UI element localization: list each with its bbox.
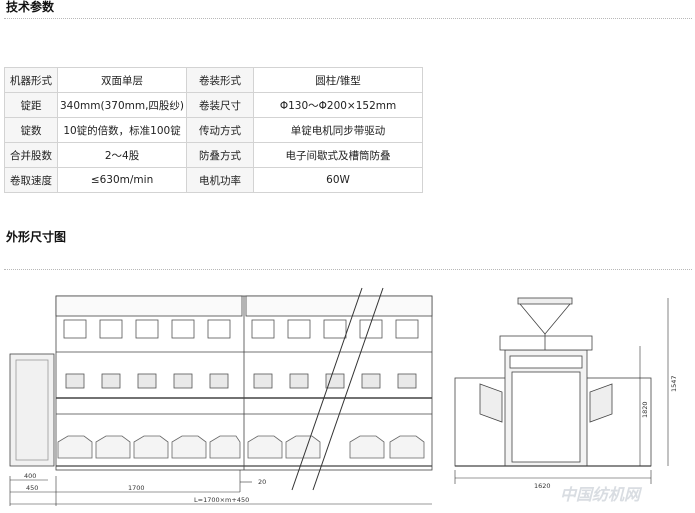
spec-value: ≤630m/min <box>56 167 188 193</box>
dimension-label: 1820 <box>641 401 649 418</box>
bobbin <box>209 435 241 459</box>
watermark: 中国纺机网 <box>560 485 643 504</box>
spec-key: 锭数 <box>4 117 58 143</box>
cabinet-door <box>511 371 581 463</box>
spec-value: Φ130～Φ200×152mm <box>253 92 424 118</box>
top-frame <box>245 295 433 317</box>
winding-head <box>171 319 195 339</box>
winding-head <box>359 319 383 339</box>
spec-value: 340mm(370mm,四股纱) <box>56 92 188 118</box>
winding-head <box>63 319 87 339</box>
bobbin <box>285 435 321 459</box>
specs-section-title: 技术参数 <box>6 0 55 14</box>
winding-head <box>251 319 275 339</box>
top-frame <box>55 295 243 317</box>
dimension-label: 20 <box>258 478 266 486</box>
spec-key: 防叠方式 <box>186 142 255 168</box>
spec-key: 电机功率 <box>186 167 255 193</box>
spec-key: 机器形式 <box>4 67 58 93</box>
spec-value: 双面单层 <box>56 67 188 93</box>
break-line <box>312 287 384 491</box>
side-view <box>454 297 652 467</box>
bobbin <box>247 435 283 459</box>
spindle-unit <box>209 373 229 389</box>
table-row: 卷取速度 ≤630m/min 电机功率 60W <box>4 167 424 193</box>
winding-head <box>99 319 123 339</box>
spindle-unit <box>397 373 417 389</box>
spec-key: 传动方式 <box>186 117 255 143</box>
spindle-unit <box>289 373 309 389</box>
spindle-unit <box>173 373 193 389</box>
table-row: 锭距 340mm(370mm,四股纱) 卷装尺寸 Φ130～Φ200×152mm <box>4 92 424 118</box>
bobbin <box>171 435 207 459</box>
spec-key: 卷取速度 <box>4 167 58 193</box>
dimension-label: 400 <box>24 472 36 480</box>
spec-key: 锭距 <box>4 92 58 118</box>
specs-table: 机器形式 双面单层 卷装形式 圆柱/锥型 锭距 340mm(370mm,四股纱)… <box>4 67 424 193</box>
section-divider <box>4 269 692 270</box>
spindle-unit <box>65 373 85 389</box>
head-unit <box>499 335 593 351</box>
machine-dimension-drawing: 400 450 1700 20 L=1700×m+450 1620 1820 1… <box>9 287 678 506</box>
table-row: 机器形式 双面单层 卷装形式 圆柱/锥型 <box>4 67 424 93</box>
dimension-label: 1547 <box>670 375 678 392</box>
spec-value: 电子间歇式及槽筒防叠 <box>253 142 424 168</box>
dimension-label: L=1700×m+450 <box>194 496 249 504</box>
bobbin <box>57 435 93 459</box>
bobbin <box>389 435 425 459</box>
spindle-unit <box>253 373 273 389</box>
break-line <box>291 287 363 491</box>
creel-arm <box>519 303 571 335</box>
front-view <box>9 287 433 491</box>
spec-value: 10锭的倍数，标准100锭 <box>56 117 188 143</box>
spec-value: 圆柱/锥型 <box>253 67 424 93</box>
spec-key: 合并股数 <box>4 142 58 168</box>
table-row: 锭数 10锭的倍数，标准100锭 传动方式 单锭电机同步带驱动 <box>4 117 424 143</box>
spec-key: 卷装形式 <box>186 67 255 93</box>
winding-head <box>207 319 231 339</box>
winding-head <box>287 319 311 339</box>
winding-head <box>395 319 419 339</box>
spec-value: 单锭电机同步带驱动 <box>253 117 424 143</box>
table-row: 合并股数 2～4股 防叠方式 电子间歇式及槽筒防叠 <box>4 142 424 168</box>
section-divider <box>4 18 692 19</box>
spec-value: 60W <box>253 167 424 193</box>
spindle-unit <box>325 373 345 389</box>
cabinet-panel <box>15 359 49 461</box>
spindle-unit <box>137 373 157 389</box>
spindle-unit <box>361 373 381 389</box>
winding-head <box>135 319 159 339</box>
bobbin <box>349 435 385 459</box>
spec-key: 卷装尺寸 <box>186 92 255 118</box>
spec-value: 2～4股 <box>56 142 188 168</box>
side-dimensions <box>454 298 669 484</box>
dimension-label: 450 <box>26 484 38 492</box>
control-panel <box>509 355 583 369</box>
bobbin <box>133 435 169 459</box>
end-cabinet <box>9 353 55 467</box>
dimension-label: 1620 <box>534 482 551 490</box>
side-arm <box>589 383 613 423</box>
winding-head <box>323 319 347 339</box>
creel-top <box>517 297 573 305</box>
spindle-unit <box>101 373 121 389</box>
bobbin <box>95 435 131 459</box>
dimension-label: 1700 <box>128 484 145 492</box>
drawing-section-title: 外形尺寸图 <box>6 230 67 244</box>
side-arm <box>479 383 503 423</box>
front-dimensions <box>9 470 432 506</box>
